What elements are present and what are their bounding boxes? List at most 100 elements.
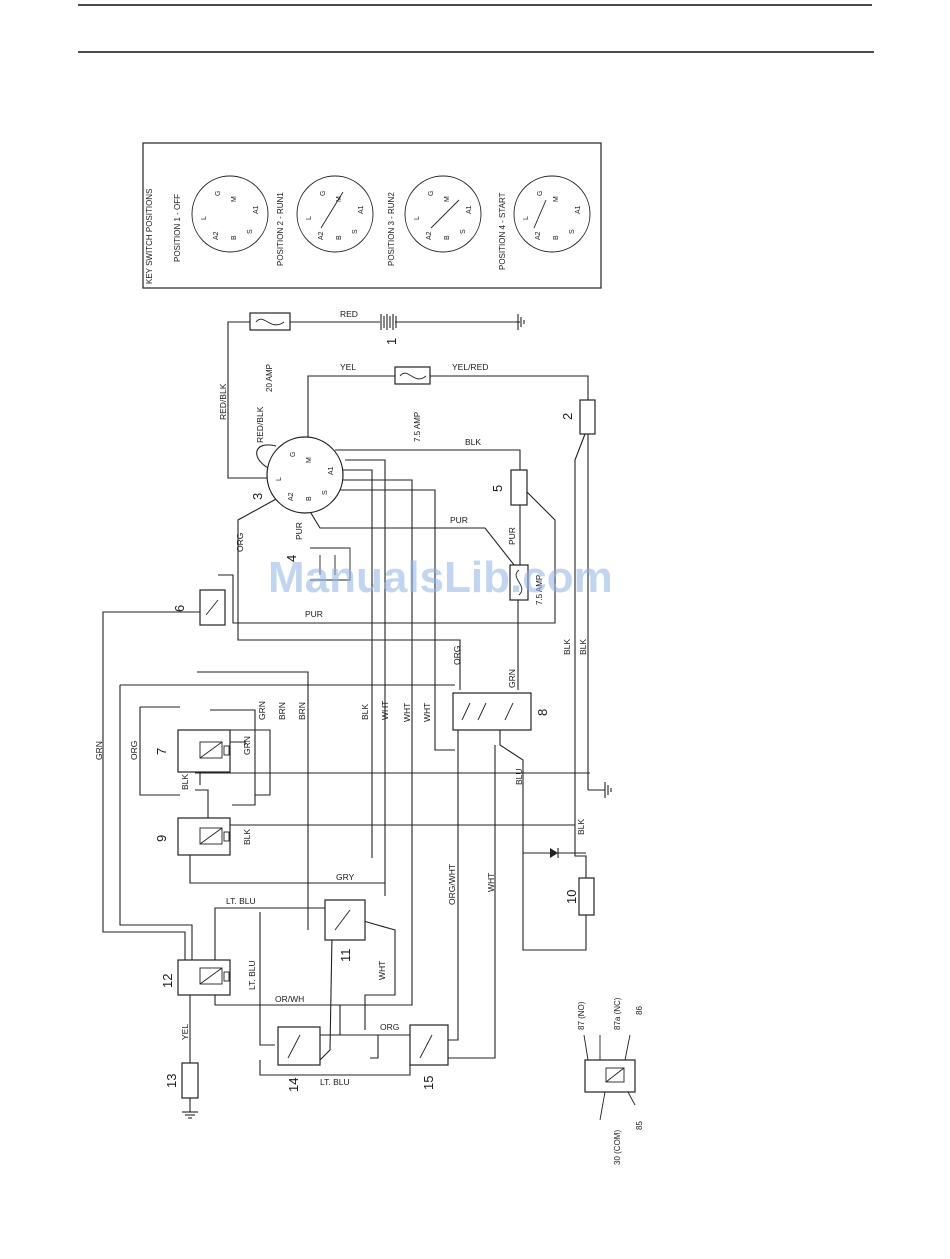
wire-label-yel: YEL <box>340 362 356 372</box>
wire-label-org-3: ORG <box>129 741 139 760</box>
pin-87-label: 87 (NO) <box>577 1001 586 1030</box>
svg-text:A1: A1 <box>575 205 582 214</box>
component-14-switch <box>277 1026 321 1066</box>
fuse-7-5-amp-yel <box>394 366 431 385</box>
wire-label-blk: BLK <box>465 437 481 447</box>
key-switch-diagram-position-1: L A2 B S A1 M G <box>191 175 269 253</box>
fuse-20-amp <box>249 312 291 331</box>
component-number-6: 6 <box>172 605 187 612</box>
wire-label-blk-2: BLK <box>360 704 370 720</box>
position-3-label: POSITION 3 - RUN2 <box>387 192 396 266</box>
wire-label-org-4: ORG <box>380 1022 399 1032</box>
svg-text:M: M <box>553 196 560 202</box>
position-1-label: POSITION 1 - OFF <box>173 194 182 262</box>
key-switch-diagram-position-2: L A2 B S A1 M G <box>296 175 374 253</box>
key-switch-positions-panel: KEY SWITCH POSITIONS POSITION 1 - OFF L … <box>142 142 602 289</box>
wire-label-wht-3: WHT <box>422 703 432 722</box>
wire-label-org-wht: ORG/WHT <box>447 864 457 905</box>
wire-label-lt-blu-2: LT. BLU <box>247 960 257 990</box>
ignition-switch-3: L A2 B S A1 M G <box>266 436 344 514</box>
svg-text:A1: A1 <box>358 205 365 214</box>
component-number-3: 3 <box>250 493 265 500</box>
ground-symbol-13 <box>182 1111 198 1119</box>
wire-label-blk-5: BLK <box>562 639 572 655</box>
svg-text:M: M <box>444 196 451 202</box>
svg-text:B: B <box>444 235 451 240</box>
component-number-14: 14 <box>286 1078 301 1092</box>
relay-pinout-legend: 87 (NO) 87a (NC) 86 85 30 (COM) <box>577 997 644 1165</box>
svg-text:A2: A2 <box>426 231 433 240</box>
wire-label-gry: GRY <box>336 872 355 882</box>
wire-network <box>102 321 605 1112</box>
wire-label-blk-7: BLK <box>576 819 586 835</box>
component-13-box <box>181 1062 199 1099</box>
component-number-12: 12 <box>160 974 175 988</box>
component-number-2: 2 <box>560 413 575 420</box>
watermark: ManualsLib.com <box>268 553 613 602</box>
svg-text:G: G <box>290 452 297 457</box>
wire-label-wht: WHT <box>380 701 390 720</box>
wire-label-lt-blu: LT. BLU <box>226 896 256 906</box>
wire-label-brn: BRN <box>277 702 287 720</box>
wire-label-red: RED <box>340 309 358 319</box>
wire-label-yel-2: YEL <box>180 1024 190 1040</box>
ground-symbol-chassis <box>604 782 612 798</box>
component-number-8: 8 <box>535 709 550 716</box>
wire-label-red-blk: RED/BLK <box>218 383 228 420</box>
svg-text:L: L <box>201 216 208 220</box>
component-4-connector <box>310 547 351 581</box>
wire-label-pur-4: PUR <box>305 609 323 619</box>
svg-text:S: S <box>247 229 254 234</box>
svg-text:S: S <box>569 229 576 234</box>
svg-text:S: S <box>460 229 467 234</box>
svg-text:B: B <box>306 496 313 501</box>
key-switch-diagram-position-4: L A2 B S A1 M G <box>513 175 591 253</box>
svg-text:G: G <box>428 191 435 196</box>
pin-87a-label: 87a (NC) <box>613 997 622 1030</box>
wire-label-lt-blu-3: LT. BLU <box>320 1077 350 1087</box>
wire-label-or-wh: OR/WH <box>275 994 304 1004</box>
ground-symbol-battery <box>517 314 525 330</box>
component-8-switch <box>452 692 532 731</box>
wire-label-blk-3: BLK <box>180 774 190 790</box>
wire-label-grn-2: GRN <box>257 701 267 720</box>
svg-text:A1: A1 <box>253 205 260 214</box>
svg-text:A2: A2 <box>318 231 325 240</box>
svg-text:L: L <box>276 477 283 481</box>
component-number-5: 5 <box>490 485 505 492</box>
svg-text:L: L <box>306 216 313 220</box>
wire-label-wht-vertical: WHT <box>486 873 496 892</box>
svg-text:S: S <box>352 229 359 234</box>
pin-86-label: 86 <box>635 1006 644 1015</box>
key-switch-panel-title: KEY SWITCH POSITIONS <box>145 189 154 284</box>
component-10-diode-switch <box>550 848 595 916</box>
wire-label-grn-4: GRN <box>507 669 517 688</box>
wire-label-grn-3: GRN <box>242 736 252 755</box>
position-4-label: POSITION 4 - START <box>498 192 507 270</box>
component-number-10: 10 <box>564 890 579 904</box>
wire-label-blk-4: BLK <box>242 829 252 845</box>
svg-text:B: B <box>336 235 343 240</box>
component-2-box <box>579 399 596 435</box>
svg-text:L: L <box>523 216 530 220</box>
wire-label-blk-6: BLK <box>578 639 588 655</box>
component-12-relay <box>177 959 231 996</box>
component-number-7: 7 <box>154 748 169 755</box>
component-6-switch <box>199 589 226 626</box>
component-number-4: 4 <box>284 555 299 562</box>
wire-label-org-2: ORG <box>452 646 462 665</box>
svg-text:G: G <box>215 191 222 196</box>
wire-labels: 20 AMP 7.5 AMP 7.5 AMP RED RED/BLK RED/B… <box>94 309 588 1087</box>
wire-label-blu: BLU <box>514 768 524 785</box>
component-7-relay <box>177 729 231 773</box>
svg-text:G: G <box>537 191 544 196</box>
svg-text:A2: A2 <box>288 492 295 501</box>
wire-label-org: ORG <box>235 533 245 552</box>
component-9-relay <box>177 817 231 856</box>
svg-text:A2: A2 <box>535 231 542 240</box>
svg-text:G: G <box>320 191 327 196</box>
component-11-switch <box>324 899 366 941</box>
svg-text:B: B <box>231 235 238 240</box>
fuse-7-5-amp-pur <box>509 564 529 601</box>
